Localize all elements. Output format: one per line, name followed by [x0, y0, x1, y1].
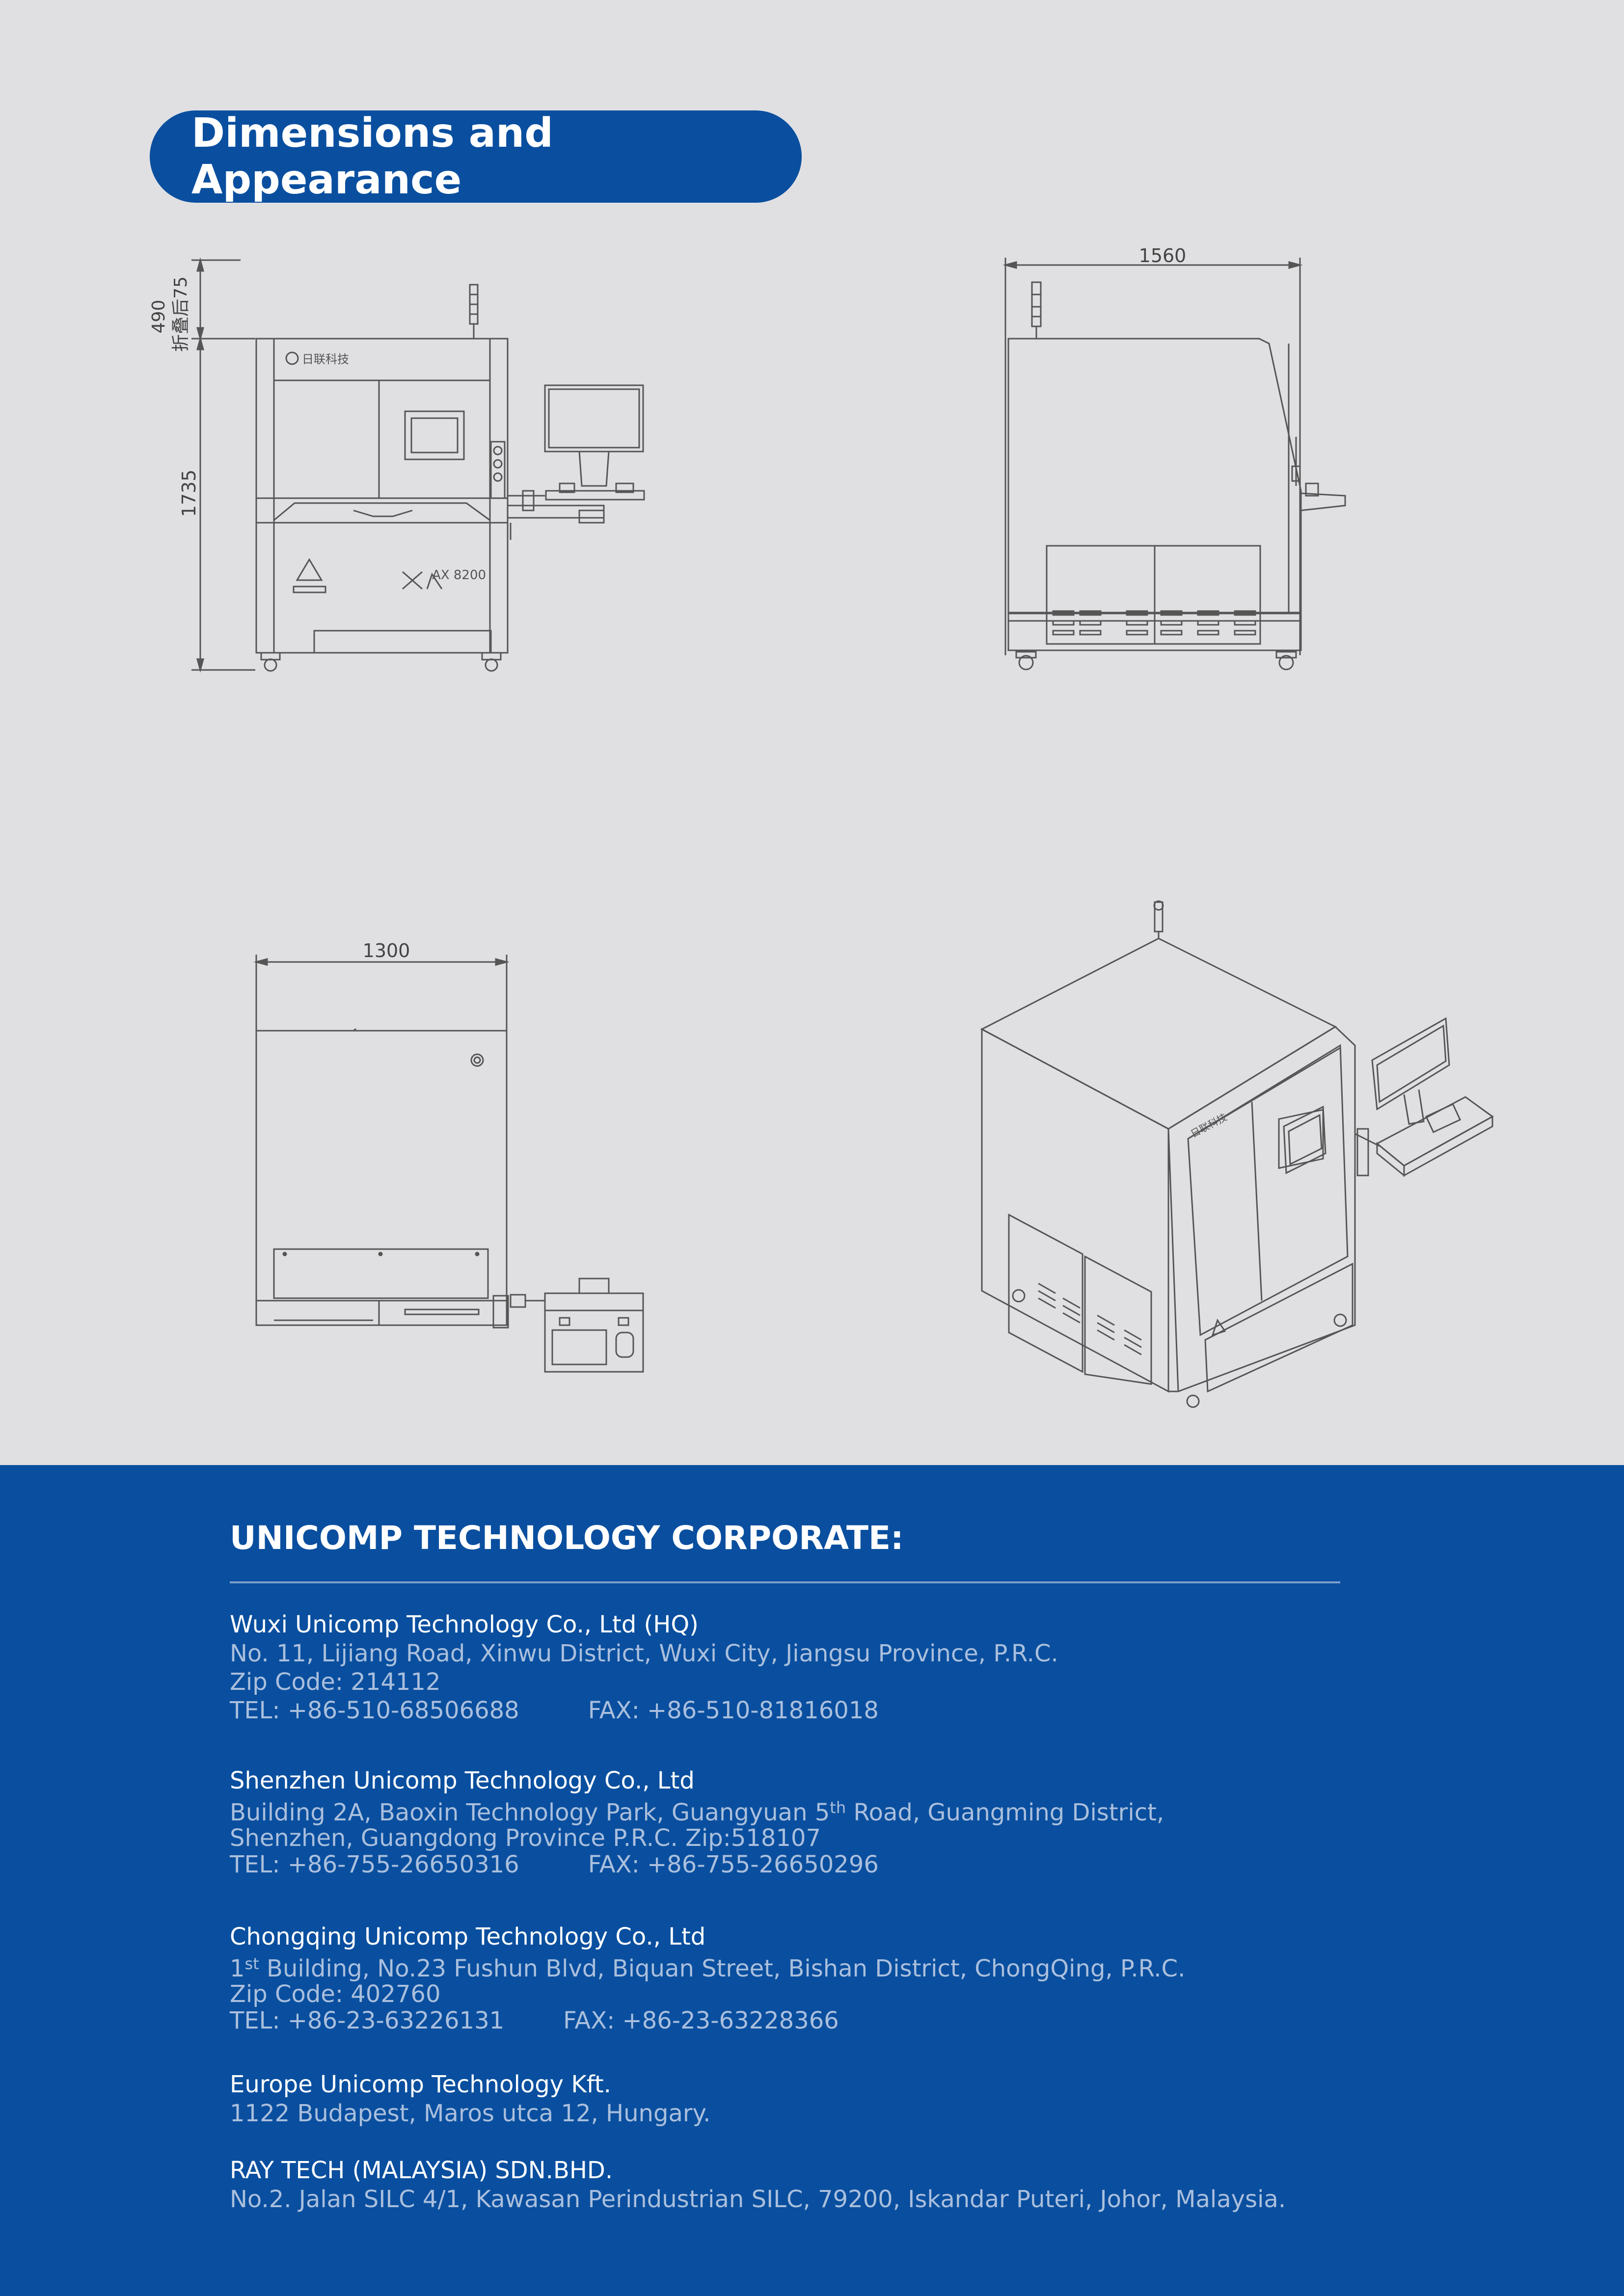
top-width-dim: 1300	[363, 940, 410, 961]
office-wuxi: Wuxi Unicomp Technology Co., Ltd (HQ) No…	[230, 1611, 1058, 1724]
office-europe: Europe Unicomp Technology Kft. 1122 Buda…	[230, 2071, 711, 2127]
front-view-drawing: AX 8200 日联科技	[191, 257, 645, 673]
front-top-dim-label: 折叠后75	[171, 276, 191, 352]
side-view-drawing	[1002, 258, 1346, 670]
contact-footer: UNICOMP TECHNOLOGY CORPORATE: Wuxi Unico…	[0, 1465, 1624, 2296]
office-shenzhen: Shenzhen Unicomp Technology Co., Ltd Bui…	[230, 1767, 1164, 1878]
front-height-dim: 1735	[178, 470, 200, 517]
top-view-drawing	[253, 955, 644, 1373]
company-heading: UNICOMP TECHNOLOGY CORPORATE:	[230, 1519, 904, 1557]
technical-drawings: AX 8200 日联科技	[149, 245, 1494, 1408]
svg-text:日联科技: 日联科技	[302, 352, 349, 366]
office-malaysia: RAY TECH (MALAYSIA) SDN.BHD. No.2. Jalan…	[230, 2157, 1286, 2213]
side-width-dim: 1560	[1139, 245, 1187, 267]
front-top-dim-value: 490	[149, 300, 169, 334]
section-title: Dimensions and Appearance	[150, 110, 802, 203]
office-chongqing: Chongqing Unicomp Technology Co., Ltd 1s…	[230, 1923, 1186, 2034]
isometric-view-drawing: 日联科技	[980, 900, 1494, 1408]
svg-text:AX 8200: AX 8200	[432, 568, 486, 583]
svg-text:日联科技: 日联科技	[1189, 1111, 1229, 1140]
drawings-section: Dimensions and Appearance	[149, 110, 1494, 1408]
divider	[230, 1581, 1340, 1583]
